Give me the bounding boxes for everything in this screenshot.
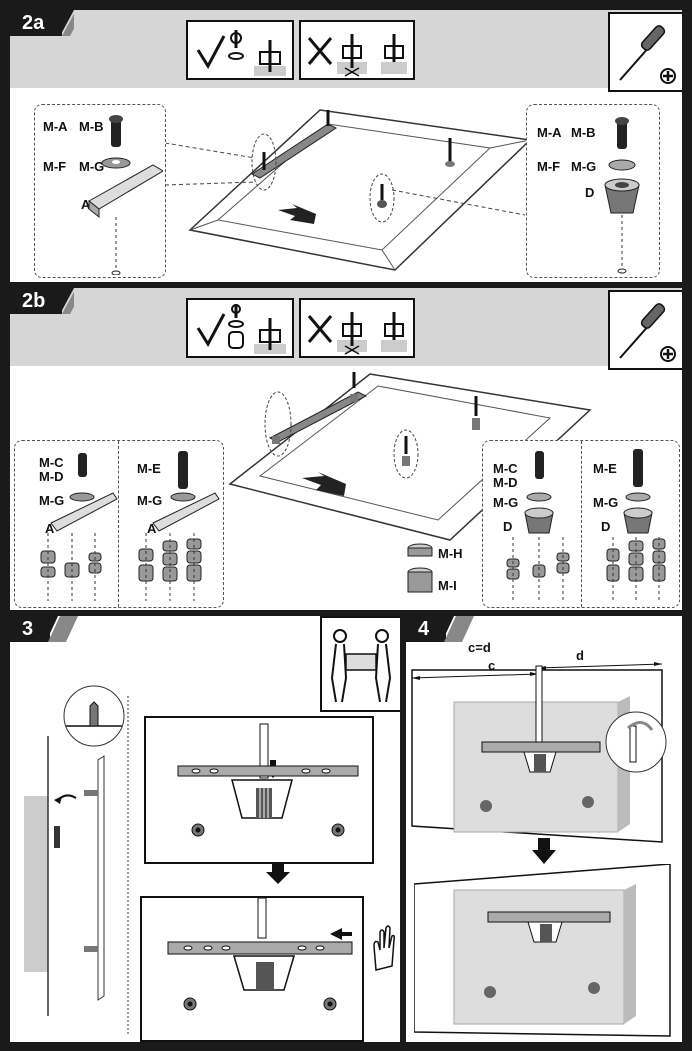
correct-usage-box bbox=[186, 298, 294, 358]
label-m-c: M-C bbox=[493, 461, 518, 476]
divider bbox=[581, 441, 582, 607]
formula-c-equals-d: c=d bbox=[468, 640, 491, 655]
side-view-illustration bbox=[24, 685, 129, 1036]
label-m-g: M-G bbox=[39, 493, 65, 508]
label-m-g: M-G bbox=[493, 495, 519, 510]
detail-box-spacer: M-A M-B M-F M-G D bbox=[526, 104, 660, 278]
step-number: 2b bbox=[22, 290, 46, 312]
panel-2a: 2a bbox=[10, 10, 682, 282]
tool-box bbox=[608, 290, 682, 370]
bolt-cup-stack-icon bbox=[506, 449, 666, 603]
label-d: D bbox=[601, 519, 611, 534]
correct-usage-box bbox=[186, 20, 294, 80]
label-m-f: M-F bbox=[43, 159, 67, 174]
label-m-e: M-E bbox=[137, 461, 161, 476]
hand-icon bbox=[373, 925, 395, 971]
incorrect-usage-box bbox=[299, 20, 415, 80]
detail-group-cup: M-C M-D M-G D M-E M-G D bbox=[482, 440, 680, 608]
label-m-i: M-I bbox=[438, 578, 457, 593]
bracket-insert-view bbox=[144, 716, 374, 864]
divider bbox=[118, 441, 119, 607]
callout-lines bbox=[164, 142, 526, 216]
step-number: 4 bbox=[418, 618, 430, 640]
wall-measure-illustration bbox=[411, 662, 667, 843]
label-m-f: M-F bbox=[537, 159, 561, 174]
tag-slant-icon bbox=[434, 616, 474, 642]
label-m-e: M-E bbox=[593, 461, 617, 476]
label-d: d bbox=[576, 648, 584, 663]
label-m-a: M-A bbox=[43, 119, 68, 134]
label-m-g: M-G bbox=[79, 159, 105, 174]
check-icon bbox=[196, 30, 286, 76]
step-number-tag: 2a bbox=[10, 10, 74, 36]
label-m-b: M-B bbox=[571, 125, 596, 140]
spacer-legend-icon bbox=[407, 543, 433, 593]
label-a: A bbox=[45, 521, 55, 536]
panel-2b: 2b bbox=[10, 288, 682, 610]
step-number-tag: 2b bbox=[10, 288, 74, 314]
incorrect-usage-box bbox=[299, 298, 415, 358]
label-c: c bbox=[488, 658, 496, 673]
check-icon bbox=[196, 304, 286, 354]
label-a: A bbox=[81, 197, 91, 212]
label-m-g: M-G bbox=[137, 493, 163, 508]
label-m-d: M-D bbox=[493, 475, 518, 490]
label-m-h: M-H bbox=[438, 546, 463, 561]
two-person-box bbox=[320, 616, 400, 712]
step-number-tag: 3 bbox=[10, 616, 78, 642]
tag-slant-icon bbox=[50, 10, 74, 36]
tv-back-illustration bbox=[228, 372, 592, 541]
step-number-tag: 4 bbox=[406, 616, 474, 642]
tag-slant-icon bbox=[50, 288, 74, 314]
arrow-down-icon bbox=[532, 838, 556, 864]
step-number: 2a bbox=[22, 12, 45, 34]
bracket-hook-down-icon bbox=[177, 723, 359, 837]
bracket-slide-icon bbox=[167, 898, 353, 1011]
label-d: D bbox=[503, 519, 513, 534]
tag-slant-icon bbox=[38, 616, 78, 642]
panel-4: 4 c=d c d bbox=[406, 616, 682, 1042]
label-m-d: M-D bbox=[39, 469, 64, 484]
label-m-g: M-G bbox=[593, 495, 619, 510]
cross-icon bbox=[307, 34, 407, 77]
label-m-a: M-A bbox=[537, 125, 562, 140]
label-a: A bbox=[147, 521, 157, 536]
wall-mounted-illustration bbox=[414, 864, 671, 1037]
bracket-slide-view bbox=[140, 896, 364, 1042]
screwdriver-icon bbox=[619, 303, 676, 362]
detail-box-rail: M-A M-B M-F M-G A bbox=[34, 104, 166, 278]
detail-group-rail: M-C M-D M-G A M-E M-G A bbox=[14, 440, 224, 608]
cross-icon bbox=[307, 312, 407, 355]
tool-box bbox=[608, 12, 682, 92]
step-number: 3 bbox=[22, 618, 34, 640]
screwdriver-icon bbox=[619, 25, 676, 84]
two-people-icon bbox=[330, 629, 392, 703]
arrow-down-icon bbox=[266, 862, 290, 884]
bolt-spacer-stack-icon bbox=[40, 451, 220, 601]
label-m-c: M-C bbox=[39, 455, 64, 470]
label-m-g: M-G bbox=[571, 159, 597, 174]
panel-3: 3 bbox=[10, 616, 400, 1042]
label-d: D bbox=[585, 185, 595, 200]
label-m-b: M-B bbox=[79, 119, 104, 134]
bolt-washer-cup-icon bbox=[604, 117, 640, 274]
bolt-washer-rail-icon bbox=[88, 115, 163, 275]
